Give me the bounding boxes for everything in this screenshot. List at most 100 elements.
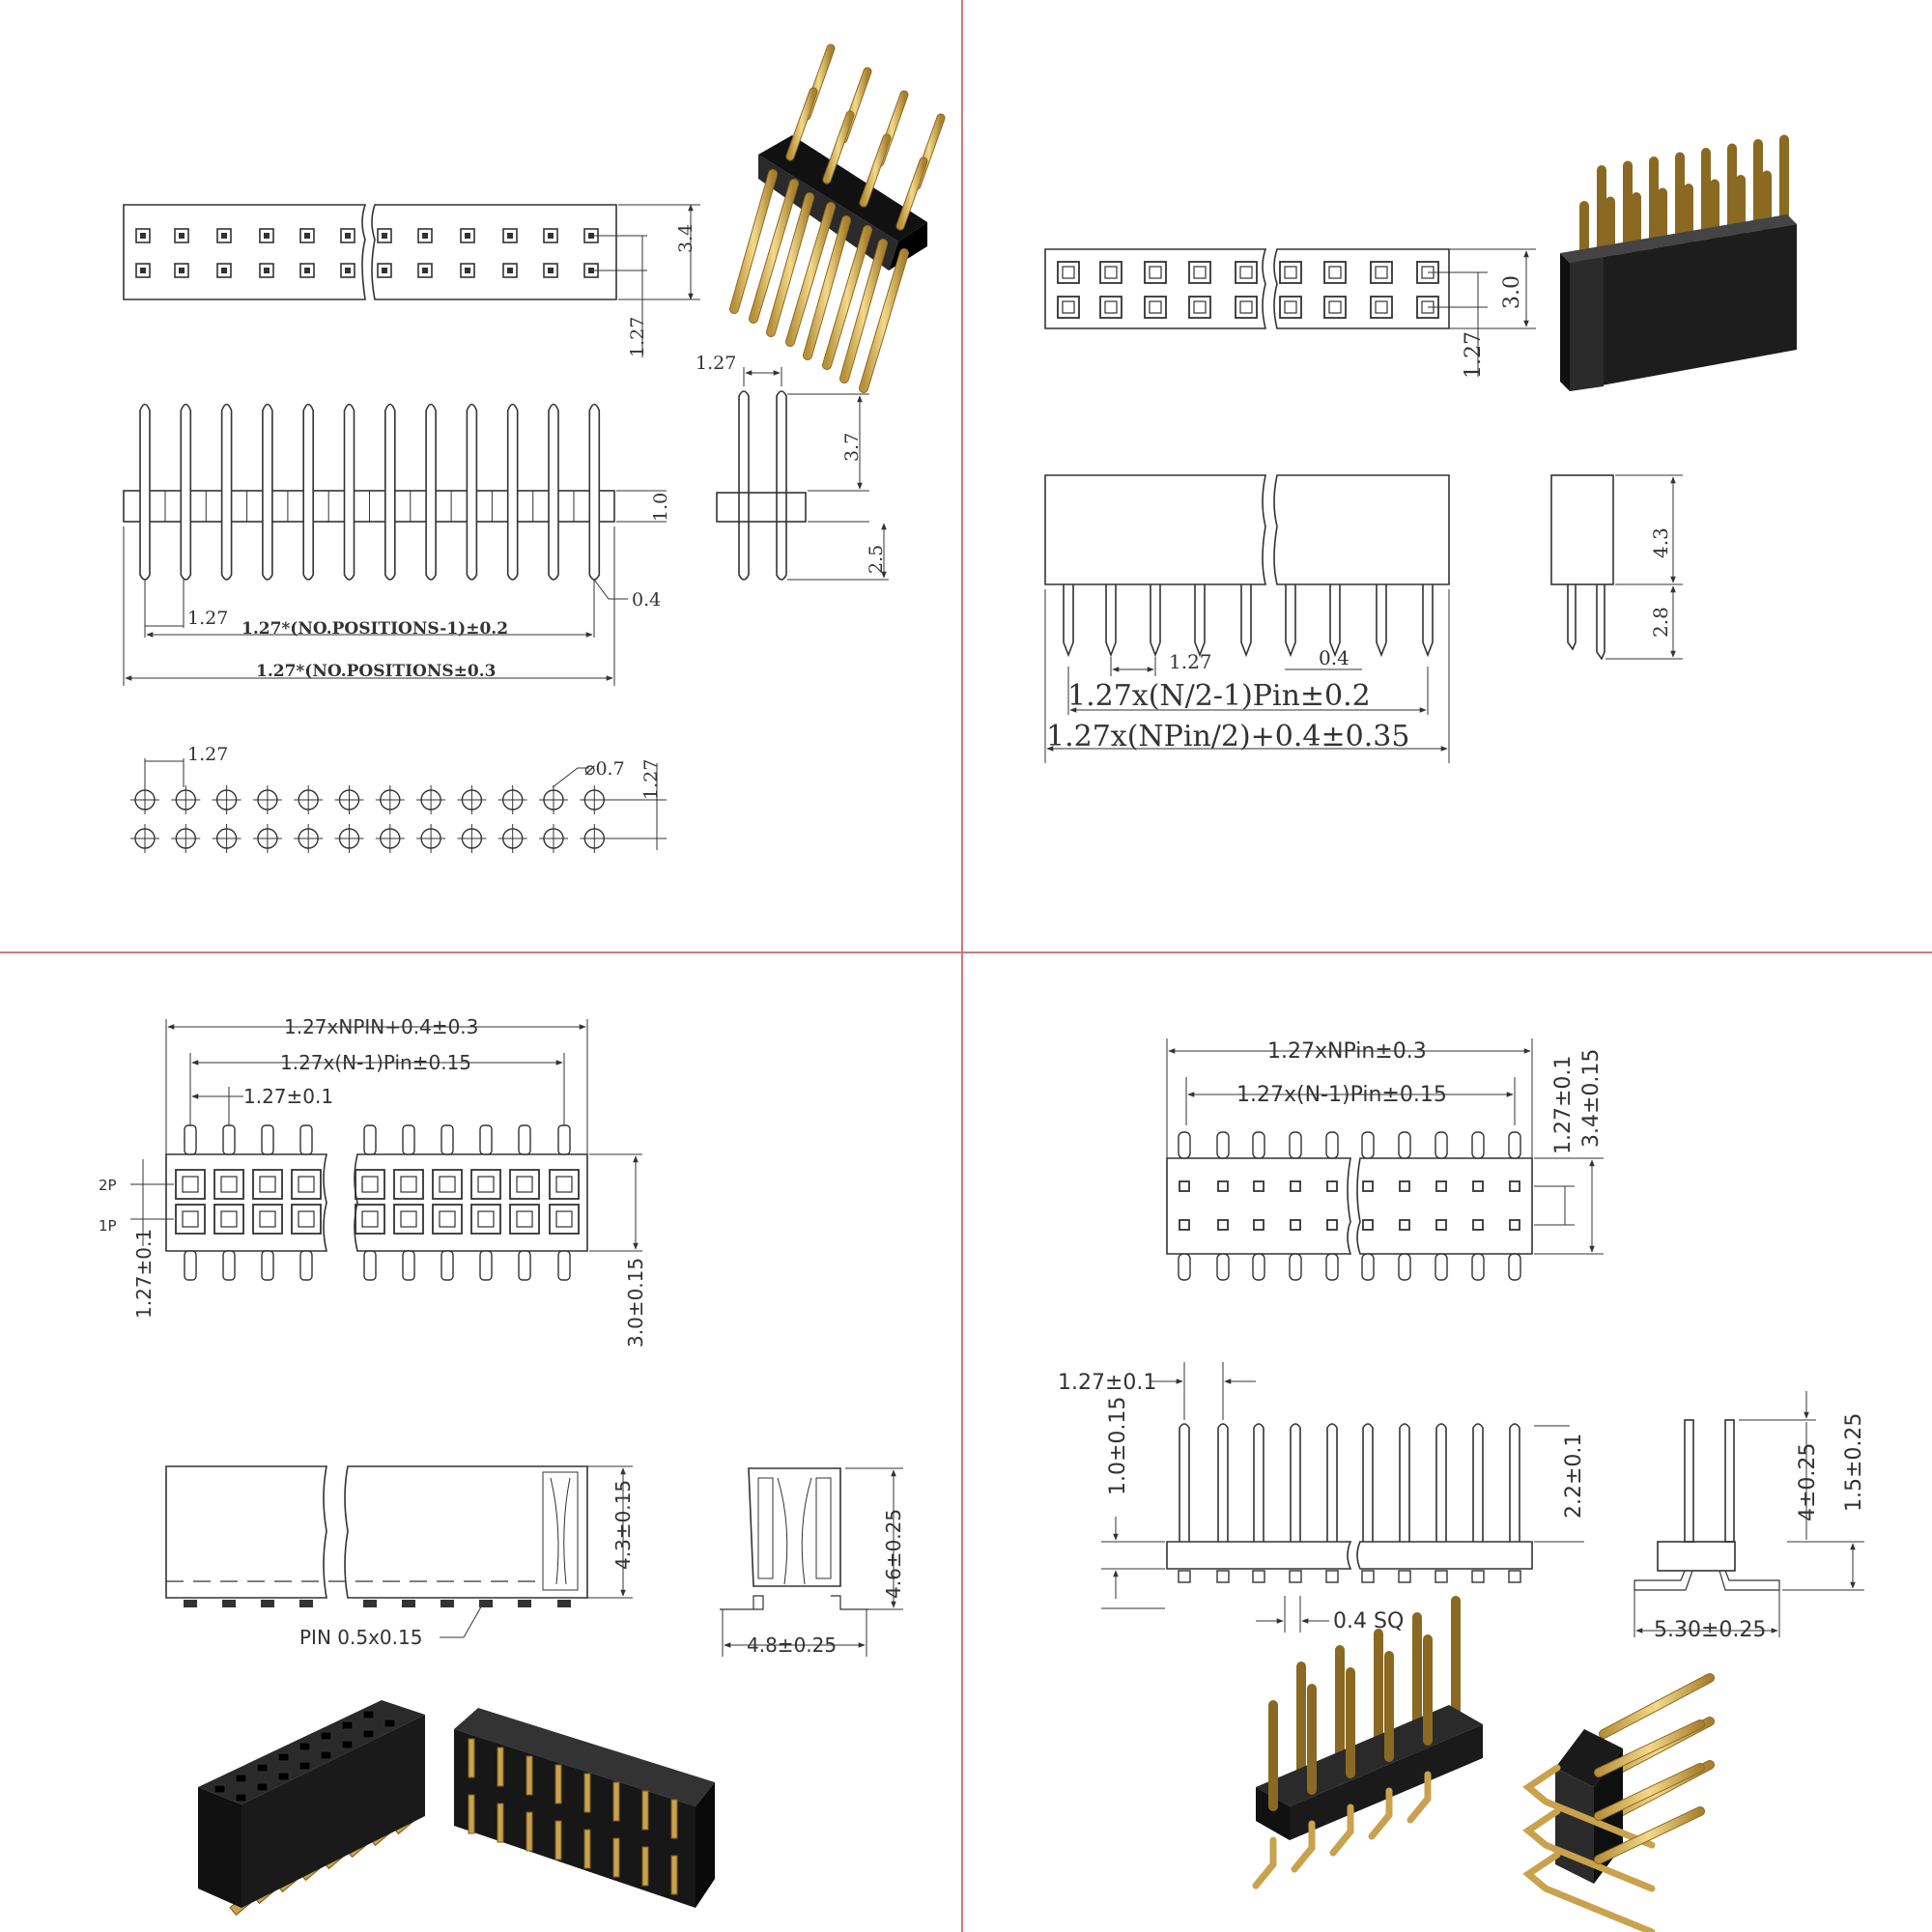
q3-1p-label: 1P <box>99 1217 117 1235</box>
pin-square <box>1509 1219 1520 1231</box>
q1-row-pitch-label: 1.27 <box>627 317 648 357</box>
smt-pin <box>479 1124 493 1155</box>
q2-pin-width-label: 0.4 <box>1319 646 1350 669</box>
q2-front-view <box>1044 474 1450 763</box>
smt-foot <box>1398 1570 1411 1583</box>
smt-pin <box>1178 1253 1191 1281</box>
q4-formula-top: 1.27xNPin±0.3 <box>1267 1039 1427 1064</box>
smt-pad <box>299 1600 313 1607</box>
q3-formula-top: 1.27xNPIN+0.4±0.3 <box>284 1015 478 1038</box>
header-pin-square <box>216 228 232 243</box>
pin-square <box>1435 1219 1447 1231</box>
contact-pin <box>583 1829 591 1869</box>
q4-front-view <box>1101 1362 1584 1633</box>
header-pin-square <box>304 233 310 239</box>
q3-top-view <box>130 1019 642 1281</box>
socket-cell <box>549 1169 580 1200</box>
contact-pin <box>554 1764 562 1804</box>
pin-square <box>1472 1219 1484 1231</box>
q4-top-view <box>1166 1038 1604 1281</box>
smt-pin <box>261 1124 274 1155</box>
header-pin-square <box>417 263 433 278</box>
smt-foot <box>1522 1851 1656 1932</box>
header-pin-square <box>382 268 387 273</box>
socket-square <box>1279 261 1302 284</box>
q3-height-label: 3.0±0.15 <box>624 1258 647 1348</box>
q3-formula-mid: 1.27x(N-1)Pin±0.15 <box>280 1051 471 1074</box>
smt-pin <box>557 1124 571 1155</box>
pin-square <box>1435 1180 1447 1192</box>
socket-cell <box>213 1204 244 1235</box>
smt-pad <box>518 1600 531 1607</box>
contact-pin <box>468 1794 475 1834</box>
q1-top-view <box>123 204 700 357</box>
socket-square <box>1144 261 1167 284</box>
pin-square <box>1253 1219 1264 1231</box>
header-pin-square <box>507 268 513 273</box>
panel-straight-pin-header: 3.4 1.27 1.0 1.27 0.4 1.27*(NO.POSITIONS… <box>123 43 946 853</box>
header-pin-square <box>377 263 392 278</box>
q4-row-pitch-label: 1.27±0.1 <box>1551 1056 1576 1154</box>
socket-square <box>1328 300 1342 314</box>
header-pin <box>1253 1423 1264 1542</box>
smt-pin <box>1508 1253 1521 1281</box>
pin-square <box>1179 1180 1190 1192</box>
socket-pin <box>1194 584 1206 658</box>
header-pin <box>1399 1423 1410 1542</box>
smt-foot <box>1406 1771 1432 1824</box>
q3-pin-label: PIN 0.5x0.15 <box>299 1626 422 1649</box>
smt-foot <box>1435 1570 1448 1583</box>
smt-pin <box>299 1250 313 1281</box>
header-pin-square <box>304 268 310 273</box>
q4-side-view <box>1634 1391 1864 1637</box>
socket-square <box>1284 300 1297 314</box>
socket-square <box>1062 300 1075 314</box>
contact-pin <box>497 1803 504 1843</box>
header-pin-square <box>548 233 554 239</box>
smt-pad <box>261 1600 274 1607</box>
header-pin <box>506 403 519 581</box>
pin-square <box>1509 1180 1520 1192</box>
socket-pin <box>1329 584 1341 658</box>
header-pin-square <box>135 263 151 278</box>
socket-square <box>1235 261 1258 284</box>
socket-cell <box>516 1210 533 1228</box>
header-pin <box>384 403 396 581</box>
socket-cell <box>355 1204 385 1235</box>
q2-row-pitch-label: 1.27 <box>1462 331 1486 379</box>
q3-side-width-label: 4.8±0.25 <box>747 1634 837 1657</box>
smt-pin <box>1325 1253 1339 1281</box>
q2-side-view <box>1550 474 1683 661</box>
q1-height-label: 3.4 <box>675 224 696 253</box>
q1-side-view <box>716 367 889 581</box>
header-pin <box>1472 1423 1484 1542</box>
header-pin-square <box>140 268 146 273</box>
socket-hole <box>362 1710 375 1719</box>
smt-pin <box>222 1124 236 1155</box>
header-pin <box>1435 1423 1447 1542</box>
smt-foot <box>1291 1820 1316 1873</box>
header-pin-square <box>140 233 146 239</box>
header-pin-square <box>221 268 227 273</box>
contact-pin <box>468 1738 475 1778</box>
header-pin-square <box>264 268 270 273</box>
pin-square <box>1217 1180 1229 1192</box>
socket-square <box>1375 266 1388 279</box>
smt-pin <box>222 1250 236 1281</box>
socket-cell <box>298 1176 315 1193</box>
socket-square <box>1323 296 1347 319</box>
header-pin-square <box>179 233 185 239</box>
smt-foot <box>1471 1570 1485 1583</box>
q3-side-height-label: 4.6±0.25 <box>882 1509 905 1599</box>
pin-square <box>1362 1219 1374 1231</box>
q4-pin-len-label: 2.2±0.1 <box>1562 1434 1586 1519</box>
header-pin <box>220 403 233 581</box>
smt-pin <box>1289 1131 1302 1159</box>
header-pin-square <box>417 228 433 243</box>
smt-pin <box>440 1250 454 1281</box>
header-pin-square <box>174 228 189 243</box>
pin-square <box>1290 1180 1301 1192</box>
contact-pin <box>670 1799 678 1839</box>
q1-pin-width-label: 0.4 <box>632 589 661 611</box>
panel-female-socket-header: 3.0 1.27 1.27 0.4 1.27x(N/2-1)Pin±0.2 1.… <box>1044 134 1797 763</box>
